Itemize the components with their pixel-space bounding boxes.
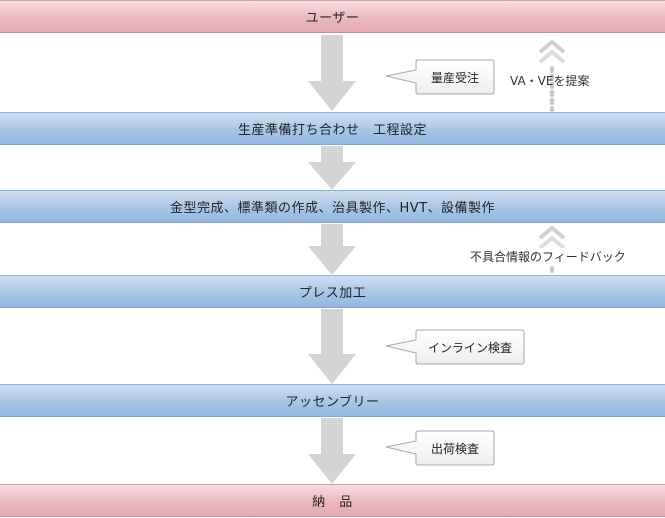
step-label: ユーザー	[305, 11, 360, 26]
callout-mass-production-order	[385, 59, 495, 95]
step-label: アッセンブリー	[285, 395, 380, 410]
flow-arrow-4	[308, 309, 356, 384]
step-delivery: 納 品	[0, 484, 665, 517]
step-production-prep: 生産準備打ち合わせ 工程設定	[0, 112, 665, 145]
callout-label: インライン検査	[427, 340, 512, 355]
callout-label: 量産受注	[430, 70, 479, 85]
feedback-label-defect: 不具合情報のフィードバック	[468, 248, 628, 265]
step-label: 金型完成、標準類の作成、治具製作、HVT、設備製作	[169, 201, 496, 216]
step-user: ユーザー	[0, 0, 665, 33]
step-label: プレス加工	[298, 286, 367, 301]
step-label: 納 品	[312, 495, 353, 510]
step-assembly: アッセンブリー	[0, 384, 665, 417]
callout-inline-inspection	[385, 329, 525, 365]
feedback-up-arrow-va-ve	[538, 40, 566, 112]
flow-arrow-1	[308, 35, 356, 111]
flow-arrow-2	[308, 146, 356, 190]
flow-arrow-5	[308, 418, 356, 484]
step-press-processing: プレス加工	[0, 275, 665, 308]
feedback-label-va-ve: VA・VEを提案	[510, 74, 590, 88]
step-label: 生産準備打ち合わせ 工程設定	[237, 123, 427, 138]
step-mold-completion: 金型完成、標準類の作成、治具製作、HVT、設備製作	[0, 190, 665, 223]
callout-label: 出荷検査	[430, 441, 479, 456]
callout-shipping-inspection	[385, 430, 495, 466]
flow-arrow-3	[308, 224, 356, 275]
